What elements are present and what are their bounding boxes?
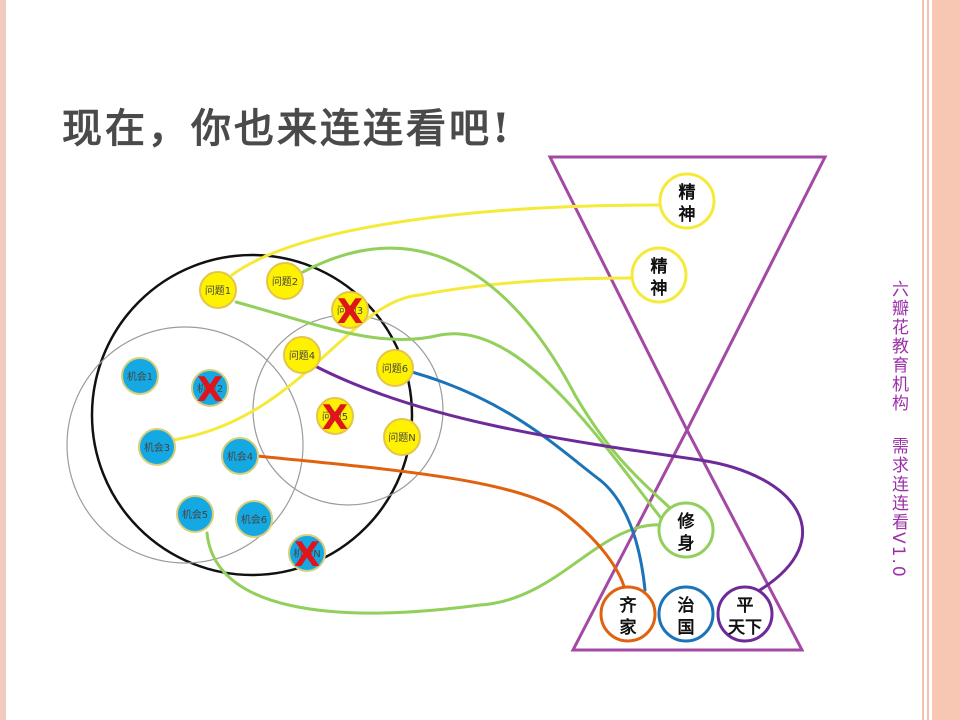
goal-label-line1: 治 — [678, 595, 695, 616]
top-triangle — [547, 155, 828, 434]
goal-circle — [657, 585, 715, 643]
goal-label-line2: 国 — [678, 618, 695, 638]
node-label: 问题6 — [382, 362, 408, 375]
node-p4: 问题4 — [283, 336, 321, 374]
cross-mark-icon: X — [294, 535, 320, 575]
node-label: 问题2 — [272, 275, 298, 288]
cross-mark-icon: X — [197, 370, 223, 410]
node-p2: 问题2 — [266, 262, 304, 300]
node-circle — [288, 534, 326, 572]
side-note-version: 需求连连看V1.0 — [888, 437, 908, 579]
goal-circle — [658, 172, 716, 230]
connection-p1-spirit1 — [230, 203, 662, 277]
goal-label-line2: 家 — [620, 617, 637, 638]
goal-spirit2: 精神 — [630, 246, 688, 304]
node-circle — [191, 369, 229, 407]
goal-circle — [599, 585, 657, 643]
node-circle — [121, 357, 159, 395]
goal-label-line2: 神 — [651, 278, 668, 299]
cross-mark-icon: X — [337, 292, 363, 332]
node-label: 机会3 — [144, 441, 170, 454]
connection-p2-xiushen — [301, 246, 672, 510]
goal-label-line1: 齐 — [620, 595, 638, 616]
right-border — [932, 0, 960, 720]
right-border-line — [927, 0, 929, 720]
goal-label-line2: 身 — [678, 533, 695, 554]
connection-c4-qijia — [255, 454, 627, 592]
node-label: 问题3 — [337, 304, 363, 317]
goal-label-line1: 精 — [679, 182, 696, 203]
node-label: 机会4 — [227, 450, 253, 463]
goal-label-line2: 神 — [679, 204, 696, 225]
node-circle — [383, 418, 421, 456]
node-label: 机会1 — [127, 370, 153, 383]
node-label: 问题4 — [289, 349, 315, 362]
node-circle — [266, 262, 304, 300]
goal-label-line1: 精 — [651, 256, 668, 277]
cross-mark-icon: X — [322, 398, 348, 438]
node-label: 机会N — [293, 547, 320, 560]
node-label: 问题1 — [205, 284, 231, 297]
slide-title: 现在，你也来连连看吧! — [62, 105, 513, 152]
node-c1: 机会1 — [121, 357, 159, 395]
goal-circle — [657, 501, 715, 559]
goal-pingtianxia: 平天下 — [716, 585, 774, 643]
connection-c5-xiushen — [205, 523, 666, 615]
node-c4: 机会4 — [221, 437, 259, 475]
goal-xiushen: 修身 — [657, 501, 715, 559]
connection-p4-pingtianxia — [313, 364, 804, 592]
node-circle — [235, 500, 273, 538]
right-border-line — [922, 0, 924, 720]
node-label: 机会6 — [241, 513, 267, 526]
node-c6: 机会6 — [235, 500, 273, 538]
connection-lines — [171, 203, 804, 615]
node-c5: 机会5 — [176, 495, 214, 533]
goal-circle — [630, 246, 688, 304]
connection-c3-spirit2 — [171, 276, 635, 442]
node-c3: 机会3 — [138, 428, 176, 466]
node-circle — [138, 428, 176, 466]
node-circle — [376, 349, 414, 387]
side-note: 六瓣花教育机构需求连连看V1.0 — [886, 280, 911, 579]
node-p6: 问题6 — [376, 349, 414, 387]
node-circle — [199, 271, 237, 309]
goal-label-line2: 天下 — [728, 618, 762, 638]
node-pN: 问题N — [383, 418, 421, 456]
side-note-org: 六瓣花教育机构 — [888, 280, 908, 413]
node-label: 机会5 — [182, 508, 208, 521]
goal-qijia: 齐家 — [599, 585, 657, 643]
bottom-triangle — [570, 426, 805, 652]
node-label: 问题5 — [322, 410, 348, 423]
node-circle — [331, 291, 369, 329]
goal-zhiguo: 治国 — [657, 585, 715, 643]
goal-circle — [716, 585, 774, 643]
node-circle — [176, 495, 214, 533]
node-p1: 问题1 — [199, 271, 237, 309]
outer-circle — [90, 253, 414, 577]
node-circle — [221, 437, 259, 475]
node-label: 问题N — [388, 431, 415, 444]
connection-p6-zhiguo — [410, 370, 647, 592]
node-label: 机会2 — [197, 382, 223, 395]
node-circle — [283, 336, 321, 374]
goal-label-line1: 平 — [737, 596, 754, 616]
chance-circle — [66, 326, 304, 564]
goal-label-line1: 修 — [677, 511, 696, 532]
connection-p1-xiushen — [234, 300, 666, 524]
node-circle — [316, 397, 354, 435]
left-border — [0, 0, 6, 720]
goal-spirit1: 精神 — [658, 172, 716, 230]
